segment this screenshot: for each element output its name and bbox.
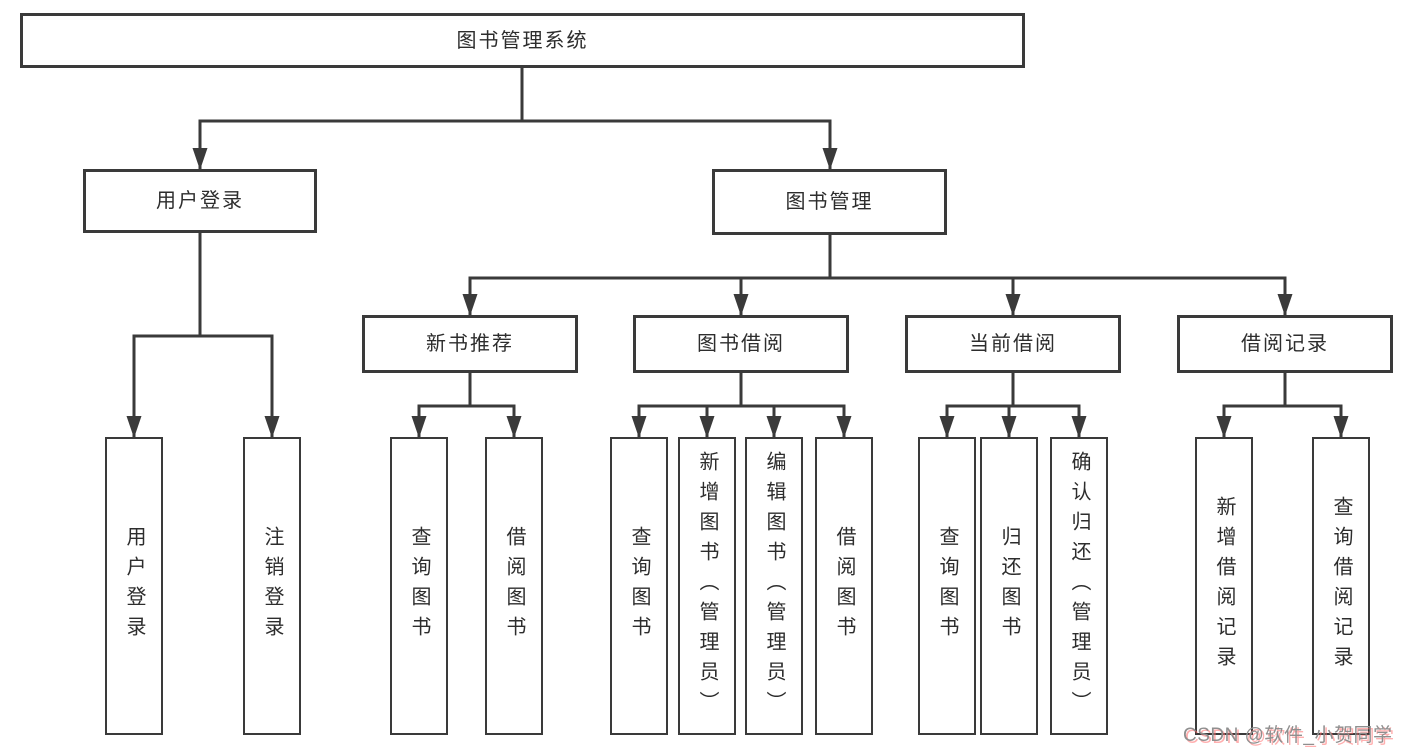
leaf-edit-books-admin: 编辑图书（管理员） — [745, 437, 803, 735]
leaf-recommendation-query-books: 查询图书 — [390, 437, 448, 735]
leaf-recommendation-borrow-books: 借阅图书 — [485, 437, 543, 735]
csdn-watermark: CSDN @软件_小贺同学 — [1183, 725, 1393, 746]
leaf-current-query-books: 查询图书 — [918, 437, 976, 735]
node-user-login: 用户登录 — [83, 169, 317, 233]
leaf-add-books-admin: 新增图书（管理员） — [678, 437, 736, 735]
leaf-logout: 注销登录 — [243, 437, 301, 735]
leaf-add-borrow-record: 新增借阅记录 — [1195, 437, 1253, 735]
leaf-borrowing-borrow-books: 借阅图书 — [815, 437, 873, 735]
node-book-borrowing: 图书借阅 — [633, 315, 849, 373]
node-borrowing-records: 借阅记录 — [1177, 315, 1393, 373]
leaf-confirm-return-admin: 确认归还（管理员） — [1050, 437, 1108, 735]
leaf-return-books: 归还图书 — [980, 437, 1038, 735]
node-library-management-system: 图书管理系统 — [20, 13, 1025, 68]
node-new-book-recommendation: 新书推荐 — [362, 315, 578, 373]
leaf-borrowing-query-books: 查询图书 — [610, 437, 668, 735]
leaf-query-borrow-record: 查询借阅记录 — [1312, 437, 1370, 735]
leaf-user-login: 用户登录 — [105, 437, 163, 735]
node-current-borrowing: 当前借阅 — [905, 315, 1121, 373]
node-book-management: 图书管理 — [712, 169, 947, 235]
